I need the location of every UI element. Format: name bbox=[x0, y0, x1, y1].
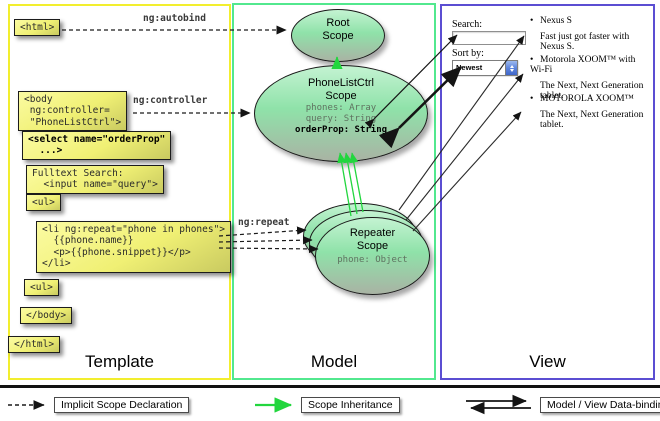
code-body-open: <body ng:controller= "PhoneListCtrl"> bbox=[18, 91, 128, 132]
phone-item-desc: The Next, Next Generation tablet. bbox=[540, 81, 644, 101]
repeater-prop-phone: phone: Object bbox=[337, 254, 408, 265]
phonelistctrl-prop-query: query: String bbox=[305, 113, 377, 124]
legend-implicit-scope: Implicit Scope Declaration bbox=[54, 397, 190, 413]
code-ul-close: <ul> bbox=[24, 279, 59, 297]
model-column-label: Model bbox=[310, 352, 358, 371]
code-html-open: <html> bbox=[14, 19, 61, 37]
sort-by-label: Sort by: bbox=[452, 48, 484, 59]
root-scope-ellipse: Root Scope bbox=[291, 9, 385, 62]
root-scope-title: Root Scope bbox=[322, 17, 354, 42]
search-input bbox=[452, 31, 526, 45]
phonelistctrl-prop-phones: phones: Array bbox=[305, 102, 377, 113]
code-ul-open: <ul> bbox=[26, 194, 61, 212]
phone-list-item: • Nexus S Fast just got faster with Nexus… bbox=[530, 16, 648, 52]
code-li-repeat: <li ng:repeat="phone in phones"> {{phone… bbox=[36, 221, 232, 273]
phonelistctrl-scope-ellipse: PhoneListCtrl Scope phones: Array query:… bbox=[254, 65, 428, 162]
phonelistctrl-scope-title: PhoneListCtrl Scope bbox=[307, 77, 375, 102]
code-fulltext-search: Fulltext Search: <input name="query"> bbox=[26, 165, 164, 194]
bullet-icon: • bbox=[530, 55, 534, 65]
code-body-close: </body> bbox=[20, 307, 73, 325]
phone-item-desc: The Next, Next Generation tablet. bbox=[540, 110, 644, 130]
ng-controller-label: ng:controller bbox=[133, 95, 208, 106]
bullet-icon: • bbox=[530, 94, 534, 104]
view-column-label: View bbox=[529, 352, 566, 371]
template-column-label: Template bbox=[85, 352, 154, 371]
bullet-icon: • bbox=[530, 16, 534, 26]
sort-dropdown: Newest bbox=[452, 60, 518, 76]
ng-autobind-label: ng:autobind bbox=[143, 13, 206, 24]
ng-repeat-label: ng:repeat bbox=[238, 217, 290, 228]
phone-item-title: Nexus S bbox=[540, 16, 572, 26]
repeater-scope-title: Repeater Scope bbox=[349, 227, 396, 252]
dropdown-stepper-icon bbox=[505, 61, 517, 75]
legend-databinding: Model / View Data-binding bbox=[540, 397, 660, 413]
legend-scope-inheritance: Scope Inheritance bbox=[301, 397, 400, 413]
phone-item-title: Motorola XOOM™ with Wi-Fi bbox=[530, 55, 636, 75]
phonelistctrl-prop-orderprop: orderProp: String bbox=[294, 124, 388, 135]
code-html-close: </html> bbox=[8, 336, 61, 354]
phone-item-title: MOTOROLA XOOM™ bbox=[540, 94, 634, 104]
sort-dropdown-value: Newest bbox=[456, 63, 483, 72]
phone-item-desc: Fast just got faster with Nexus S. bbox=[540, 32, 630, 52]
code-select-orderprop: <select name="orderProp" ...> bbox=[22, 131, 172, 160]
repeater-scope-ellipse: Repeater Scope phone: Object bbox=[315, 217, 430, 295]
phone-list-item: •Motorola XOOM™ with Wi-Fi The Next, Nex… bbox=[530, 55, 648, 101]
search-label: Search: bbox=[452, 19, 482, 30]
phone-list-item: • MOTOROLA XOOM™ The Next, Next Generatio… bbox=[530, 94, 648, 130]
